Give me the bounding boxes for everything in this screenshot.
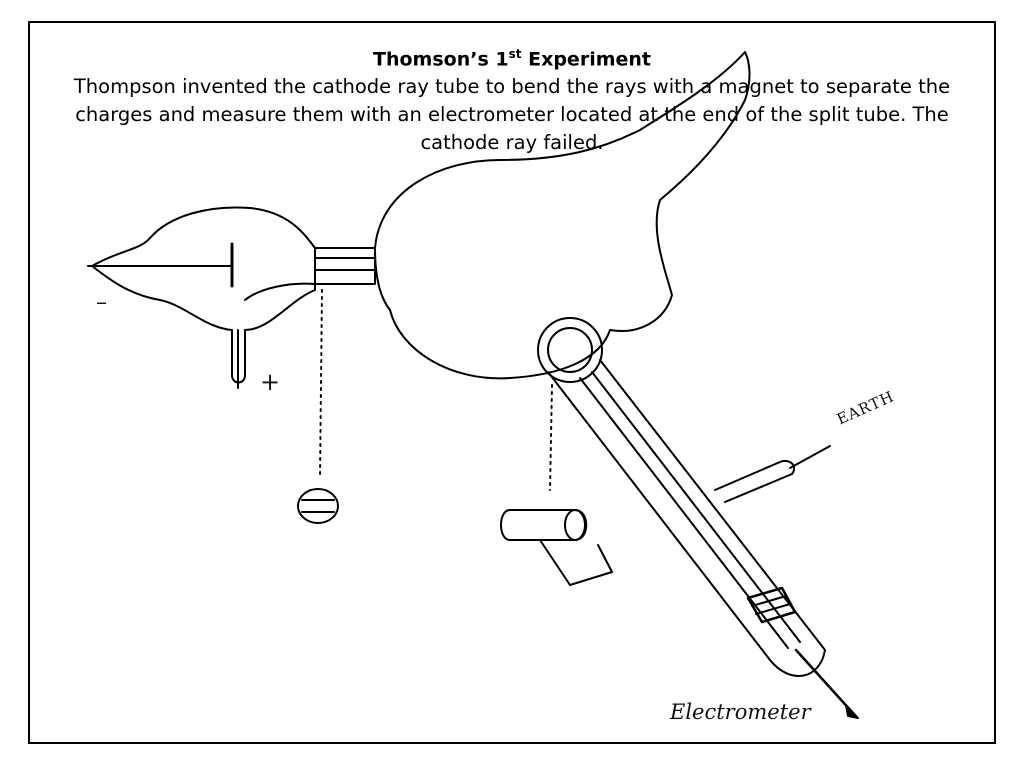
electrometer-label: Electrometer [670, 700, 811, 724]
earth-tube [714, 460, 796, 503]
main-chamber [374, 51, 751, 380]
cathode-bulb [91, 206, 316, 384]
anode-ring [244, 282, 316, 301]
electrometer-wire [794, 648, 854, 714]
anode-label: + [260, 368, 281, 396]
earth-wire [789, 445, 831, 469]
magnet-handle [539, 539, 613, 586]
slide-body-text: Thompson invented the cathode ray tube t… [73, 75, 951, 155]
slide-title: Thomson’s 1st Experiment [40, 40, 984, 73]
slide-title-suffix: Experiment [521, 48, 651, 71]
collector-ring [537, 317, 603, 383]
electrometer-tube [547, 359, 826, 677]
cathode-label: – [96, 290, 107, 315]
slide-frame [28, 21, 996, 744]
magnet-disc [297, 488, 339, 524]
tube-neck [314, 247, 376, 285]
slide-title-text: Thomson’s 1 [373, 48, 509, 71]
magnet-guide-left [319, 289, 323, 479]
slide-title-superscript: st [508, 47, 522, 61]
magnet-cylinder [500, 509, 588, 541]
slide-caption: Thomson’s 1st Experiment Thompson invent… [40, 40, 984, 157]
magnet-guide-right [549, 384, 553, 491]
